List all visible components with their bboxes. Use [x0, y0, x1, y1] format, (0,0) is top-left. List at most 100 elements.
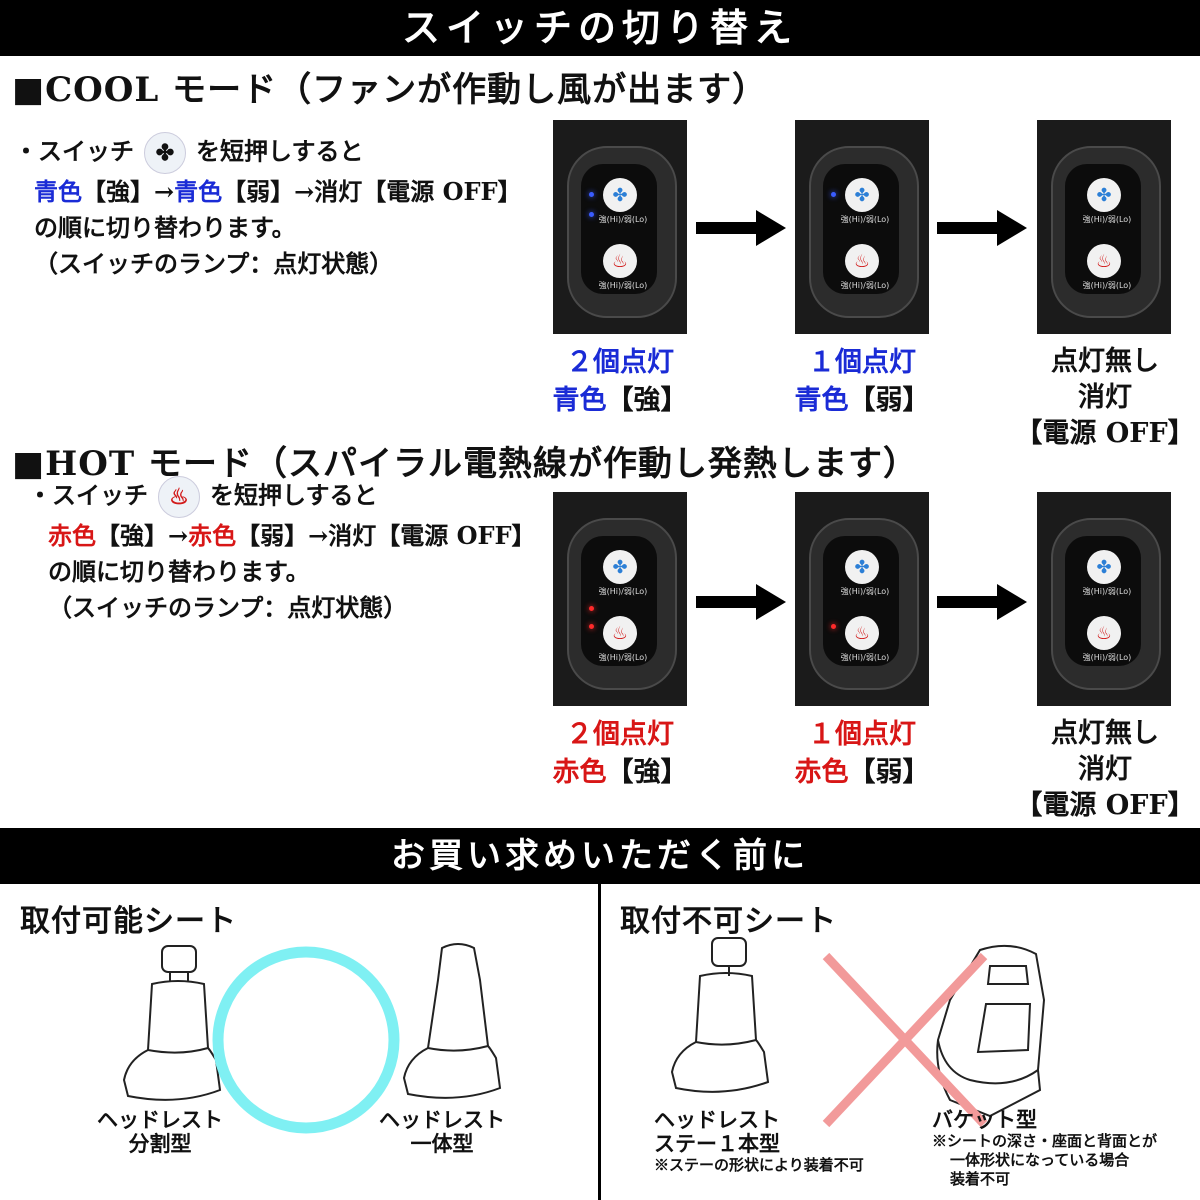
hot-line4: （スイッチのランプ：点灯状態） — [48, 593, 408, 622]
compatible-circle-icon — [212, 946, 400, 1134]
label-line: ヘッドレスト — [654, 1107, 780, 1132]
seat-label-bucket: バケット型 ※シートの深さ・座面と背面とが 一体形状になっている場合 装着不可 — [932, 1108, 1157, 1189]
hot-line1-pre: ・スイッチ — [28, 480, 148, 510]
before-purchase-title: お買い求めいただく前に — [391, 836, 809, 876]
switch-label: 強(Hi)/弱(Lo) — [1082, 281, 1132, 290]
red-led — [831, 624, 836, 629]
seat-heat-icon: ♨ — [1087, 244, 1121, 278]
hot-caption-3: 点灯無し 消灯 【電源 OFF】 — [1010, 716, 1200, 824]
hot-seq-mid: 【強】→ — [96, 521, 189, 550]
label-note: ※シートの深さ・座面と背面とが — [932, 1132, 1158, 1150]
label-line: ヘッドレスト — [97, 1107, 223, 1132]
caption-color: 青色 — [552, 385, 607, 416]
caption-rest: 【弱】 — [848, 757, 930, 788]
caption-line: 【電源 OFF】 — [1015, 418, 1195, 449]
cool-switch-photo-2: ✤ 強(Hi)/弱(Lo) ♨ 強(Hi)/弱(Lo) — [795, 120, 929, 334]
switch-label: 強(Hi)/弱(Lo) — [840, 215, 890, 224]
caption-color: 青色 — [794, 385, 849, 416]
header-bar: スイッチの切り替え — [0, 0, 1200, 56]
switch-label: 強(Hi)/弱(Lo) — [1082, 215, 1132, 224]
bucket-seat-icon — [936, 944, 1046, 1118]
hot-heading: ■HOT モード（スパイラル電熱線が作動し発熱します） — [12, 444, 919, 484]
cool-line4: （スイッチのランプ：点灯状態） — [34, 249, 394, 278]
label-line: ヘッドレスト — [379, 1107, 505, 1132]
caption-line: 点灯無し — [1051, 718, 1159, 749]
right-arrow-icon — [937, 210, 1027, 246]
switch-label: 強(Hi)/弱(Lo) — [598, 215, 648, 224]
cool-line1-post: を短押しすると — [196, 136, 364, 166]
label-note: 一体形状になっている場合 — [950, 1151, 1130, 1169]
caption-line: 消灯 — [1078, 382, 1132, 413]
caption-color: 赤色 — [552, 757, 607, 788]
fan-icon: ✤ — [845, 178, 879, 212]
switch-label: 強(Hi)/弱(Lo) — [598, 587, 648, 596]
seat-split-headrest-icon — [122, 945, 222, 1101]
label-line: 一体型 — [410, 1131, 474, 1156]
blue-led — [831, 192, 836, 197]
right-arrow-icon — [696, 584, 786, 620]
page-title: スイッチの切り替え — [401, 5, 798, 50]
incompatible-seats-title: 取付不可シート — [620, 904, 837, 939]
column-divider — [598, 884, 601, 1200]
hot-seq-rest: 【弱】→消灯【電源 OFF】 — [236, 521, 536, 550]
hot-seq-red2: 赤色 — [188, 521, 237, 550]
seat-label-integrated: ヘッドレスト 一体型 — [362, 1108, 522, 1156]
cool-caption-3: 点灯無し 消灯 【電源 OFF】 — [1010, 344, 1200, 452]
before-purchase-bar: お買い求めいただく前に — [0, 828, 1200, 884]
seat-heat-icon: ♨ — [1087, 616, 1121, 650]
cool-caption-1: ２個点灯 青色【強】 — [520, 344, 720, 420]
cool-switch-photo-1: ✤ 強(Hi)/弱(Lo) ♨ 強(Hi)/弱(Lo) — [553, 120, 687, 334]
switch-label: 強(Hi)/弱(Lo) — [1082, 653, 1132, 662]
label-line: バケット型 — [932, 1107, 1037, 1132]
hot-line3: の順に切り替わります。 — [48, 557, 310, 586]
switch-label: 強(Hi)/弱(Lo) — [840, 281, 890, 290]
label-line: 分割型 — [128, 1131, 192, 1156]
switch-label: 強(Hi)/弱(Lo) — [840, 587, 890, 596]
hot-caption-1: ２個点灯 赤色【強】 — [520, 716, 720, 792]
right-arrow-icon — [937, 584, 1027, 620]
compatible-seats-title: 取付可能シート — [20, 904, 237, 939]
hot-line1-post: を短押しすると — [210, 480, 378, 510]
cool-switch-photo-3: ✤ 強(Hi)/弱(Lo) ♨ 強(Hi)/弱(Lo) — [1037, 120, 1171, 334]
fan-icon: ✤ — [1087, 178, 1121, 212]
label-note: 装着不可 — [950, 1170, 1011, 1188]
cool-caption-2: １個点灯 青色【弱】 — [762, 344, 962, 420]
label-note: ※ステーの形状により装着不可 — [654, 1156, 864, 1174]
caption-line: １個点灯 — [808, 719, 916, 750]
red-led — [589, 606, 594, 611]
label-line: ステー１本型 — [654, 1131, 780, 1156]
caption-line: １個点灯 — [808, 347, 916, 378]
fan-switch-icon: ✤ — [144, 132, 186, 174]
cool-seq-mid: 【強】→ — [82, 177, 175, 206]
hot-switch-photo-3: ✤ 強(Hi)/弱(Lo) ♨ 強(Hi)/弱(Lo) — [1037, 492, 1171, 706]
hot-switch-photo-2: ✤ 強(Hi)/弱(Lo) ♨ 強(Hi)/弱(Lo) — [795, 492, 929, 706]
seat-label-split: ヘッドレスト 分割型 — [80, 1108, 240, 1156]
caption-rest: 【強】 — [606, 385, 688, 416]
caption-line: ２個点灯 — [566, 347, 674, 378]
blue-led — [589, 192, 594, 197]
cool-seq-rest: 【弱】→消灯【電源 OFF】 — [222, 177, 522, 206]
hot-seq-red1: 赤色 — [48, 521, 96, 550]
red-led — [589, 624, 594, 629]
seat-heat-icon: ♨ — [603, 244, 637, 278]
cool-description: ・スイッチ✤を短押しすると 青色【強】→青色【弱】→消灯【電源 OFF】 の順に… — [14, 132, 522, 282]
cool-seq-blue1: 青色 — [34, 177, 82, 206]
blue-led — [589, 212, 594, 217]
caption-line: 点灯無し — [1051, 346, 1159, 377]
fan-icon: ✤ — [603, 550, 637, 584]
switch-label: 強(Hi)/弱(Lo) — [840, 653, 890, 662]
seat-heat-icon: ♨ — [603, 616, 637, 650]
fan-icon: ✤ — [1087, 550, 1121, 584]
caption-rest: 【強】 — [606, 757, 688, 788]
caption-line: ２個点灯 — [566, 719, 674, 750]
hot-description: ・スイッチ♨を短押しすると 赤色【強】→赤色【弱】→消灯【電源 OFF】 の順に… — [28, 476, 536, 626]
cool-heading: ■COOL モード（ファンが作動し風が出ます） — [12, 70, 768, 110]
fan-icon: ✤ — [603, 178, 637, 212]
hot-caption-2: １個点灯 赤色【弱】 — [762, 716, 962, 792]
seat-single-stay-icon — [670, 937, 770, 1093]
incompatible-cross-icon — [822, 952, 988, 1128]
switch-label: 強(Hi)/弱(Lo) — [598, 281, 648, 290]
switch-label: 強(Hi)/弱(Lo) — [1082, 587, 1132, 596]
hot-switch-photo-1: ✤ 強(Hi)/弱(Lo) ♨ 強(Hi)/弱(Lo) — [553, 492, 687, 706]
fan-icon: ✤ — [845, 550, 879, 584]
